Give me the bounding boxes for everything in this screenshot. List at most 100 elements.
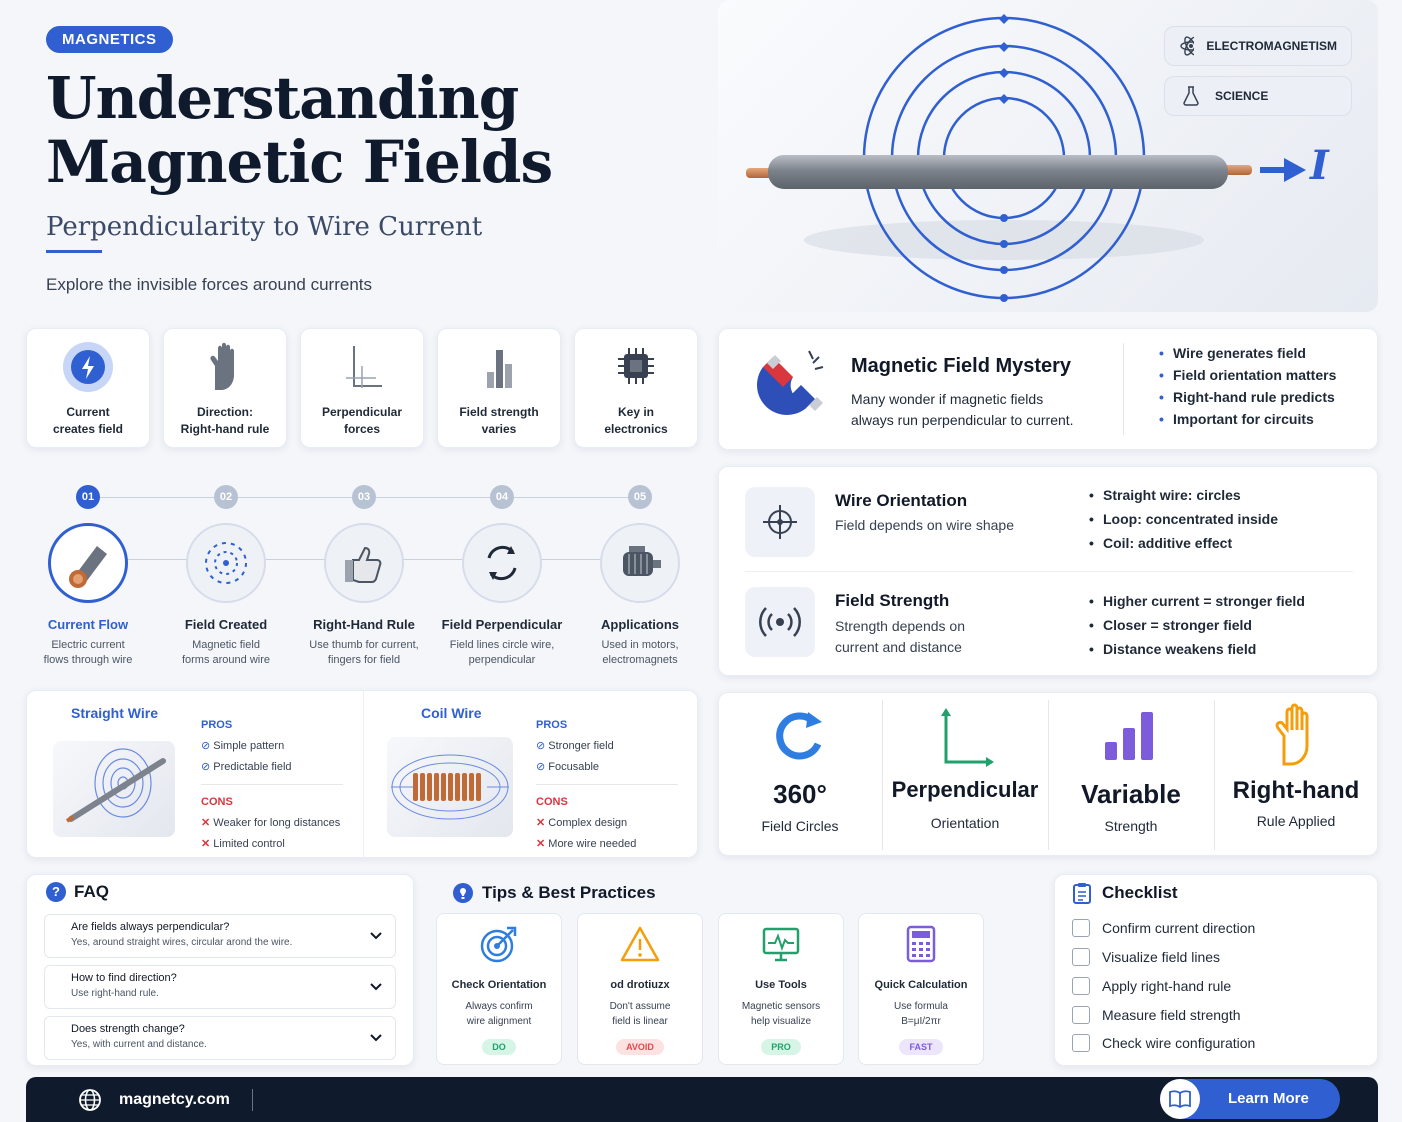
crosshair-tile [745, 487, 815, 557]
tip-badge: DO [482, 1039, 516, 1055]
pros-list: ⊘ Stronger field ⊘ Focusable [536, 739, 614, 773]
learn-more-button[interactable]: Learn More [1160, 1079, 1340, 1119]
tip-badge: AVOID [616, 1039, 664, 1055]
stat-strength: Variable Strength [1049, 692, 1213, 856]
globe-icon [79, 1089, 101, 1111]
strength-bullets: Higher current = stronger field Closer =… [1087, 593, 1305, 663]
motor-icon [623, 546, 661, 576]
stat-value: Perpendicular [891, 777, 1039, 802]
feature-card-current: Current creates field [26, 328, 150, 448]
step-applications: 05 Applications Used in motors,electroma… [570, 485, 710, 668]
coil-wire-image [387, 737, 513, 837]
pros-label: PROS [536, 719, 568, 731]
cons-list: ✕ Complex design ✕ More wire needed [536, 816, 636, 850]
chip-icon [618, 348, 654, 384]
thumbs-up-icon [345, 546, 382, 583]
clipboard-icon [1073, 883, 1091, 904]
orientation-title: Wire Orientation [835, 491, 968, 510]
pros-item: Focusable [548, 761, 600, 773]
faq-question: Does strength change? [71, 1023, 185, 1035]
mystery-card: Magnetic Field Mystery Many wonder if ma… [718, 328, 1378, 450]
bullet-item: Field orientation matters [1157, 367, 1336, 383]
tip-badge: PRO [761, 1039, 801, 1055]
faq-question: How to find direction? [71, 972, 177, 984]
crosshair-icon [763, 505, 797, 539]
bars-icon [1105, 712, 1153, 760]
target-icon [480, 926, 517, 963]
stat-label: Rule Applied [1256, 813, 1336, 829]
feature-label: forces [343, 422, 381, 436]
wire-end-icon [69, 546, 107, 588]
bullet-item: Loop: concentrated inside [1087, 511, 1278, 527]
faq-item[interactable]: Are fields always perpendicular? Yes, ar… [44, 914, 396, 958]
checklist-item[interactable]: Check wire configuration [1072, 1034, 1255, 1052]
faq-item[interactable]: How to find direction? Use right-hand ru… [44, 965, 396, 1009]
checklist-item[interactable]: Measure field strength [1072, 1006, 1241, 1024]
checkbox[interactable] [1072, 1034, 1090, 1052]
hand-icon [210, 342, 234, 390]
bullet-item: Closer = stronger field [1087, 617, 1305, 633]
faq-item[interactable]: Does strength change? Yes, with current … [44, 1016, 396, 1060]
chevron-down-icon[interactable] [369, 1033, 383, 1043]
checklist-label: Check wire configuration [1102, 1035, 1256, 1051]
subtitle-underline [46, 250, 102, 253]
checklist-title: Checklist [1102, 883, 1178, 902]
bullet-item: Distance weakens field [1087, 641, 1305, 657]
stat-value: 360° [773, 779, 827, 809]
tips-title: Tips & Best Practices [482, 883, 656, 902]
learn-more-label: Learn More [1228, 1090, 1309, 1107]
feature-label: Field strength [459, 405, 539, 419]
divider [745, 571, 1353, 572]
checklist-label: Visualize field lines [1102, 949, 1221, 965]
step-number: 05 [628, 485, 652, 509]
step-right-hand-rule: 03 Right-Hand Rule Use thumb for current… [294, 485, 434, 668]
chevron-down-icon[interactable] [369, 931, 383, 941]
site-link[interactable]: magnetcy.com [119, 1091, 230, 1108]
axes-icon [941, 708, 994, 767]
checkbox[interactable] [1072, 919, 1090, 937]
cons-item: Weaker for long distances [213, 817, 341, 829]
step-title: Current Flow [47, 617, 129, 632]
orientation-desc: Field depends on wire shape [835, 517, 1015, 533]
chevron-down-icon[interactable] [369, 982, 383, 992]
pros-label: PROS [201, 719, 233, 731]
checkbox[interactable] [1072, 977, 1090, 995]
category-tag: MAGNETICS [46, 26, 173, 53]
bolt-icon [63, 342, 113, 392]
pill-label: SCIENCE [1215, 89, 1269, 103]
pill-electromagnetism[interactable]: ELECTROMAGNETISM [1164, 26, 1352, 66]
checklist-item[interactable]: Confirm current direction [1072, 919, 1255, 937]
faq-question: Are fields always perpendicular? [71, 921, 230, 933]
step-circle [186, 523, 266, 603]
checklist-item[interactable]: Apply right-hand rule [1072, 977, 1231, 995]
checkbox[interactable] [1072, 1006, 1090, 1024]
atom-icon [1180, 36, 1195, 56]
signal-tile [745, 587, 815, 657]
stat-label: Field Circles [761, 818, 839, 834]
pros-list: ⊘ Simple pattern ⊘ Predictable field [201, 739, 292, 773]
book-icon [1169, 1090, 1191, 1108]
step-number: 04 [490, 485, 514, 509]
feature-card-strength: Field strength varies [437, 328, 561, 448]
signal-icon [759, 607, 801, 637]
feature-label: Current [66, 405, 110, 419]
stat-value: Right-hand [1232, 777, 1360, 804]
checkbox[interactable] [1072, 948, 1090, 966]
tip-title: Quick Calculation [874, 979, 968, 991]
stat-label: Strength [1104, 818, 1158, 834]
bullet-item: Important for circuits [1157, 411, 1336, 427]
step-number: 01 [76, 485, 100, 509]
bullet-item: Right-hand rule predicts [1157, 389, 1336, 405]
faq-title: FAQ [74, 882, 109, 901]
pill-science[interactable]: SCIENCE [1164, 76, 1352, 116]
current-symbol: I [1310, 142, 1329, 189]
stat-right-hand: Right-hand Rule Applied [1214, 692, 1378, 856]
checklist-item[interactable]: Visualize field lines [1072, 948, 1220, 966]
faq-answer: Yes, around straight wires, circular aro… [71, 937, 293, 948]
